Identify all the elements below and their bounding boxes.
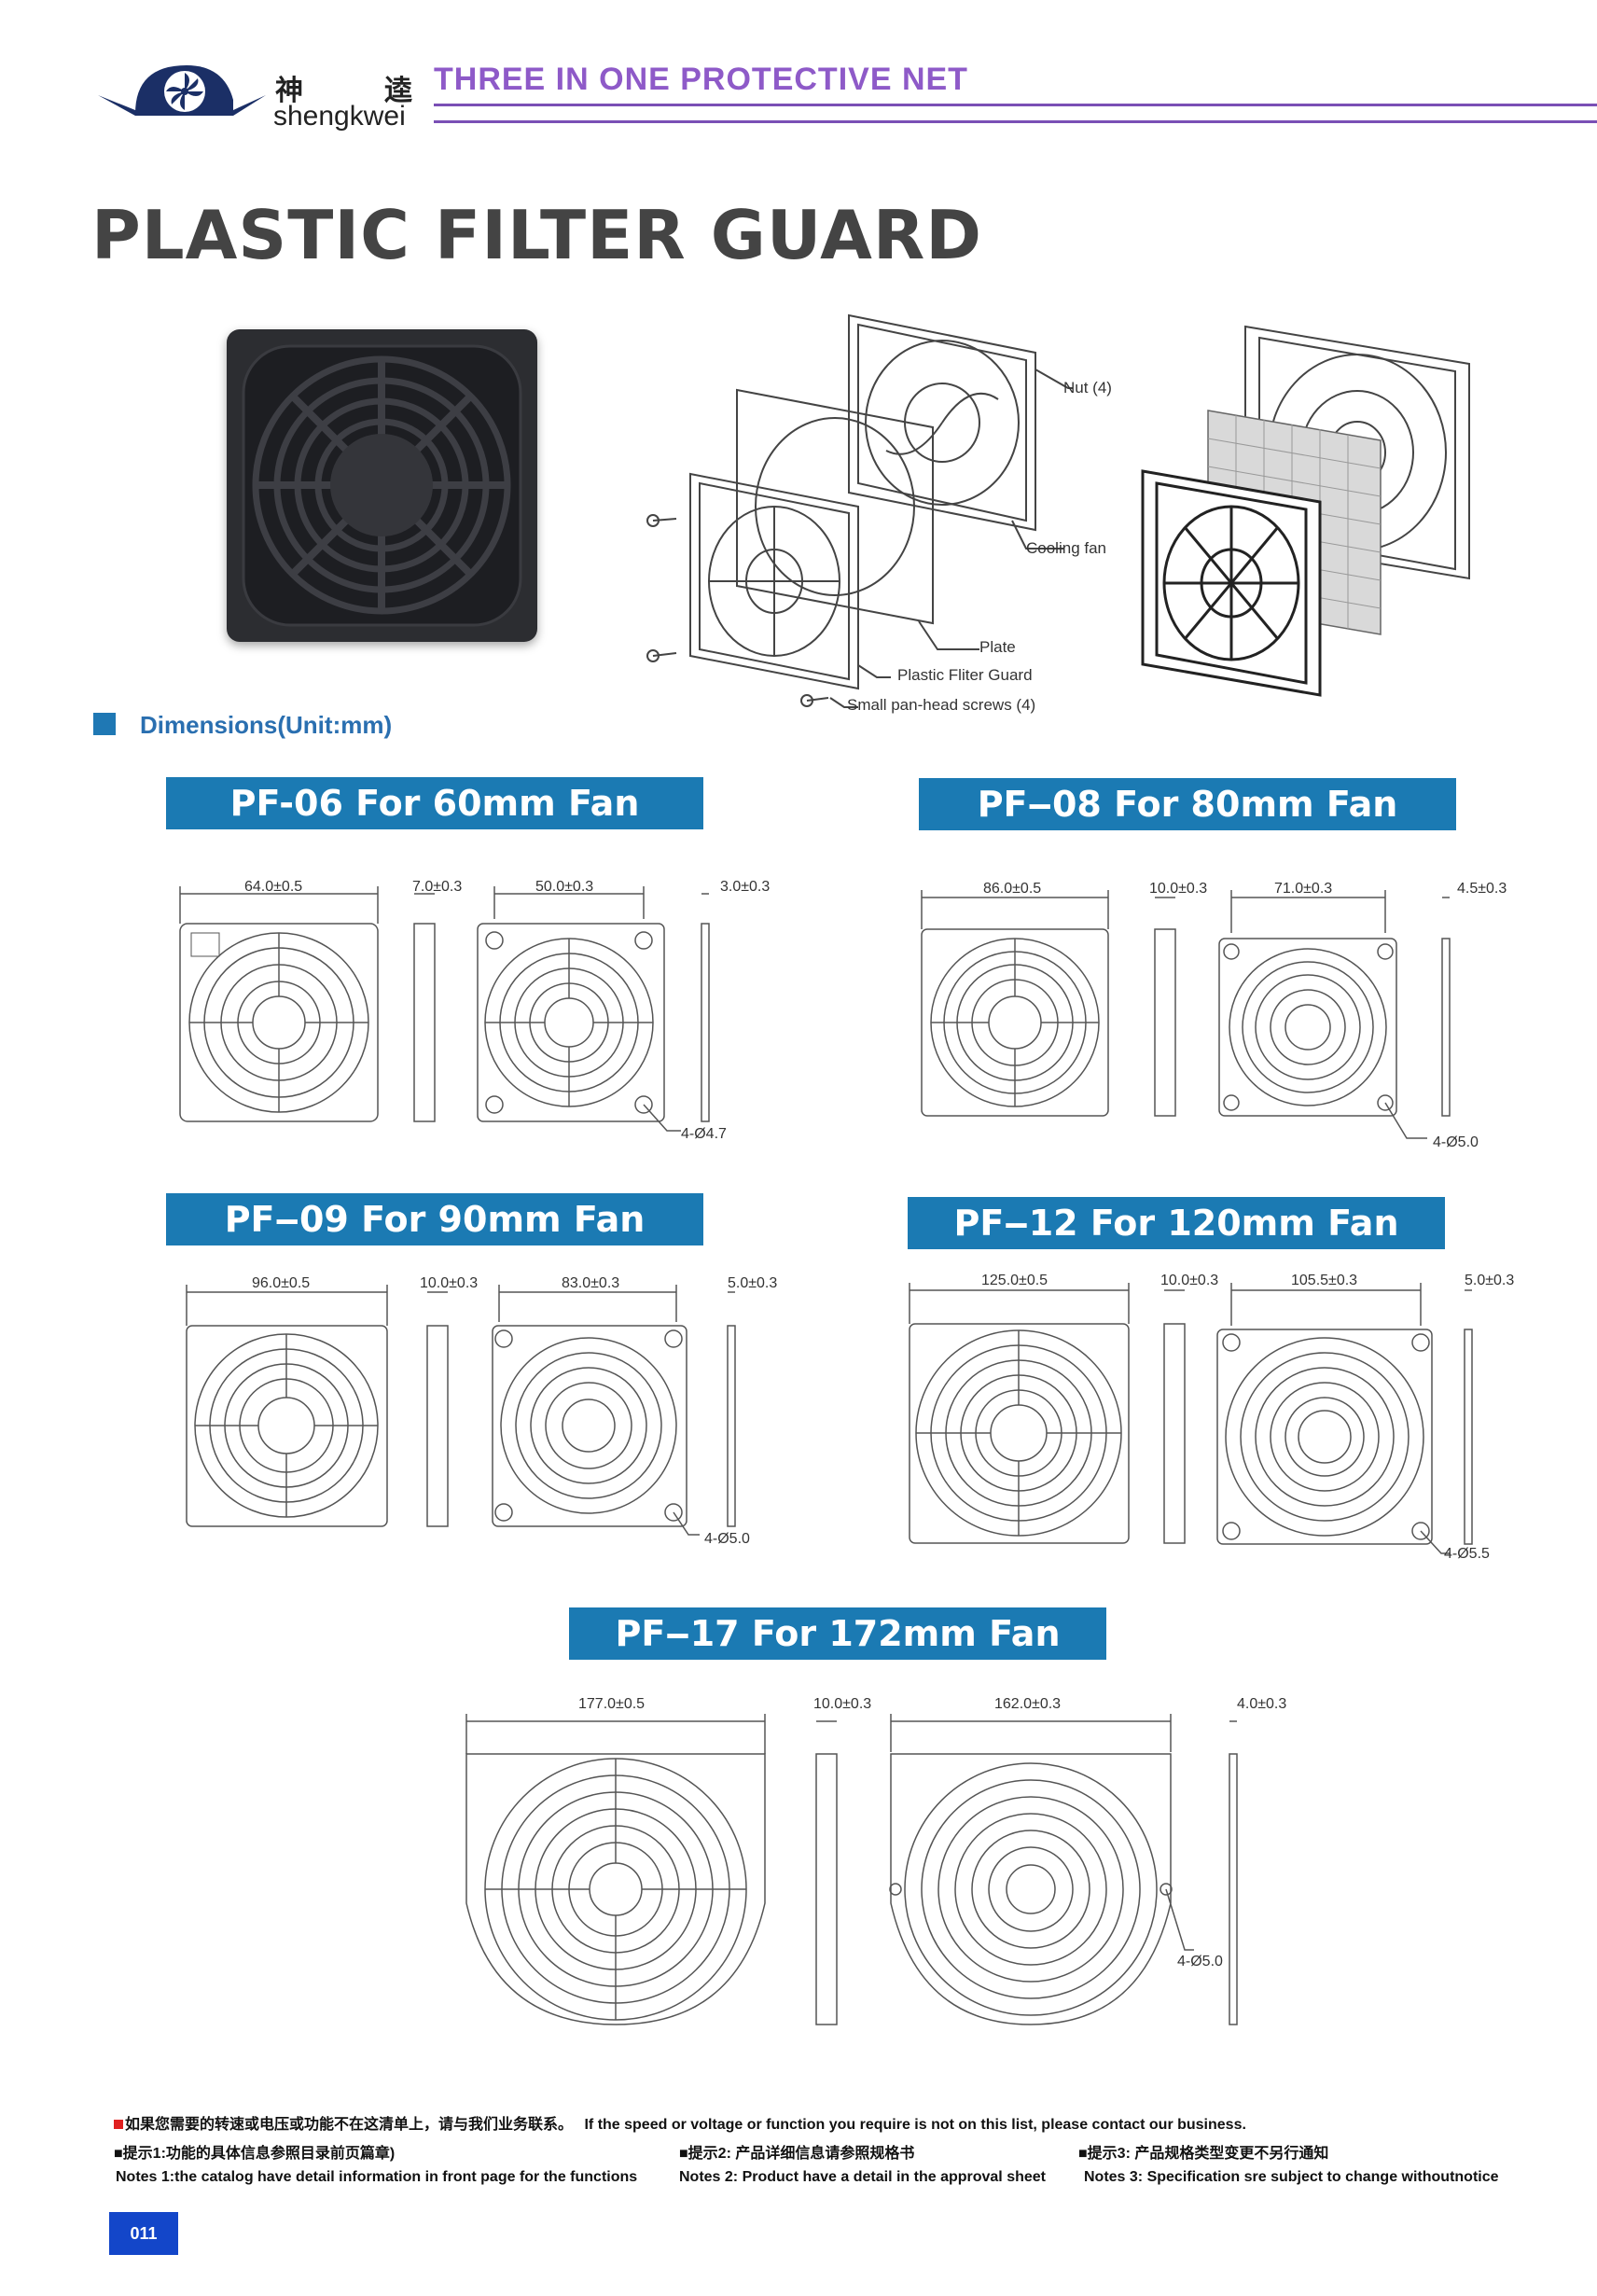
pf06-dimension-drawing	[179, 886, 710, 1132]
pf09-pitch-dim: 83.0±0.3	[562, 1275, 620, 1291]
tip-2-cn: ■提示2: 产品详细信息请参照规格书	[679, 2146, 915, 2162]
pf17-thickness-dim: 10.0±0.3	[813, 1696, 872, 1712]
drawing-pf06	[168, 868, 784, 1148]
tip-2-en: Notes 2: Product have a detail in the ap…	[679, 2169, 1046, 2185]
drawing-pf12	[905, 1264, 1558, 1572]
exploded-assembly-diagram	[644, 297, 1129, 726]
pf09-thickness-dim: 10.0±0.3	[420, 1275, 479, 1291]
pf12-dimension-drawing	[909, 1283, 1473, 1554]
drawing-pf09	[177, 1264, 793, 1553]
three-layer-diagram	[1133, 317, 1488, 700]
note-line-1: 如果您需要的转速或电压或功能不在这清单上，请与我们业务联系。 If the sp…	[114, 2111, 1246, 2134]
pf08-hole-dim: 4-Ø5.0	[1433, 1134, 1479, 1150]
page-number: 011	[109, 2212, 178, 2255]
drawing-pf17	[457, 1679, 1315, 2034]
pf17-hole-dim: 4-Ø5.0	[1177, 1954, 1223, 1969]
pf08-dimension-drawing	[921, 890, 1451, 1139]
note-line-1-cn: 如果您需要的转速或电压或功能不在这清单上，请与我们业务联系。	[125, 2117, 574, 2133]
tip-3-en: Notes 3: Specification sre subject to ch…	[1084, 2169, 1499, 2185]
tip-1-cn: ■提示1:功能的具体信息参照目录前页篇章)	[114, 2146, 396, 2162]
pf17-thin-dim: 4.0±0.3	[1237, 1696, 1287, 1712]
drawing-pf08	[914, 868, 1530, 1157]
pf12-outer-dim: 125.0±0.5	[981, 1273, 1048, 1288]
header-title: THREE IN ONE PROTECTIVE NET	[434, 62, 968, 97]
pf09-hole-dim: 4-Ø5.0	[704, 1531, 750, 1547]
label-screws: Small pan-head screws (4)	[847, 696, 1036, 714]
fan-logo-icon	[98, 65, 266, 116]
header-rule-bottom	[434, 120, 1597, 123]
pf12-thin-dim: 5.0±0.3	[1465, 1273, 1515, 1288]
pf06-outer-dim: 64.0±0.5	[244, 879, 303, 895]
label-nut: Nut (4)	[1063, 379, 1112, 397]
model-banner-pf08: PF‒08 For 80mm Fan	[919, 778, 1456, 830]
pf06-pitch-dim: 50.0±0.3	[535, 879, 594, 895]
pf09-outer-dim: 96.0±0.5	[252, 1275, 311, 1291]
brand-name-cn-2: 逵	[384, 76, 412, 106]
product-photo	[227, 329, 537, 642]
pf08-thin-dim: 4.5±0.3	[1457, 881, 1507, 897]
pf06-thin-dim: 3.0±0.3	[720, 879, 771, 895]
pf12-pitch-dim: 105.5±0.3	[1291, 1273, 1358, 1288]
pf17-pitch-dim: 162.0±0.3	[994, 1696, 1062, 1712]
model-banner-pf09: PF‒09 For 90mm Fan	[166, 1193, 703, 1245]
label-guard: Plastic Fliter Guard	[897, 666, 1033, 684]
pf12-thickness-dim: 10.0±0.3	[1160, 1273, 1219, 1288]
pf06-thickness-dim: 7.0±0.3	[412, 879, 463, 895]
pf08-thickness-dim: 10.0±0.3	[1149, 881, 1208, 897]
page-title: PLASTIC FILTER GUARD	[91, 196, 983, 274]
pf09-thin-dim: 5.0±0.3	[728, 1275, 778, 1291]
model-banner-pf12: PF‒12 For 120mm Fan	[908, 1197, 1445, 1249]
pf06-hole-dim: 4-Ø4.7	[681, 1126, 727, 1142]
section-title: Dimensions(Unit:mm)	[140, 711, 393, 739]
note-line-1-en: If the speed or voltage or function you …	[584, 2117, 1246, 2133]
pf17-outer-dim: 177.0±0.5	[578, 1696, 646, 1712]
red-square-icon	[114, 2120, 123, 2129]
label-plate: Plate	[979, 638, 1016, 656]
tip-1-en: Notes 1:the catalog have detail informat…	[116, 2169, 638, 2185]
model-banner-pf17: PF‒17 For 172mm Fan	[569, 1607, 1106, 1660]
header-rule-top	[434, 104, 1597, 106]
tip-3-cn: ■提示3: 产品规格类型变更不另行通知	[1078, 2146, 1329, 2162]
filter-guard-photo-icon	[242, 344, 522, 627]
brand-name-en: shengkwei	[273, 101, 406, 132]
brand-logo	[93, 58, 271, 142]
brand-name-cn-1: 神	[275, 76, 303, 106]
assembly-drawing	[646, 313, 1073, 708]
model-banner-pf06: PF-06 For 60mm Fan	[166, 777, 703, 829]
pf12-hole-dim: 4-Ø5.5	[1444, 1546, 1490, 1562]
pf08-pitch-dim: 71.0±0.3	[1274, 881, 1333, 897]
pf09-dimension-drawing	[186, 1285, 736, 1536]
pf08-outer-dim: 86.0±0.5	[983, 881, 1042, 897]
pf17-dimension-drawing	[465, 1714, 1238, 2025]
section-marker	[93, 713, 116, 735]
label-cooling-fan: Cooling fan	[1026, 539, 1107, 557]
three-layer-drawing	[1141, 325, 1470, 697]
